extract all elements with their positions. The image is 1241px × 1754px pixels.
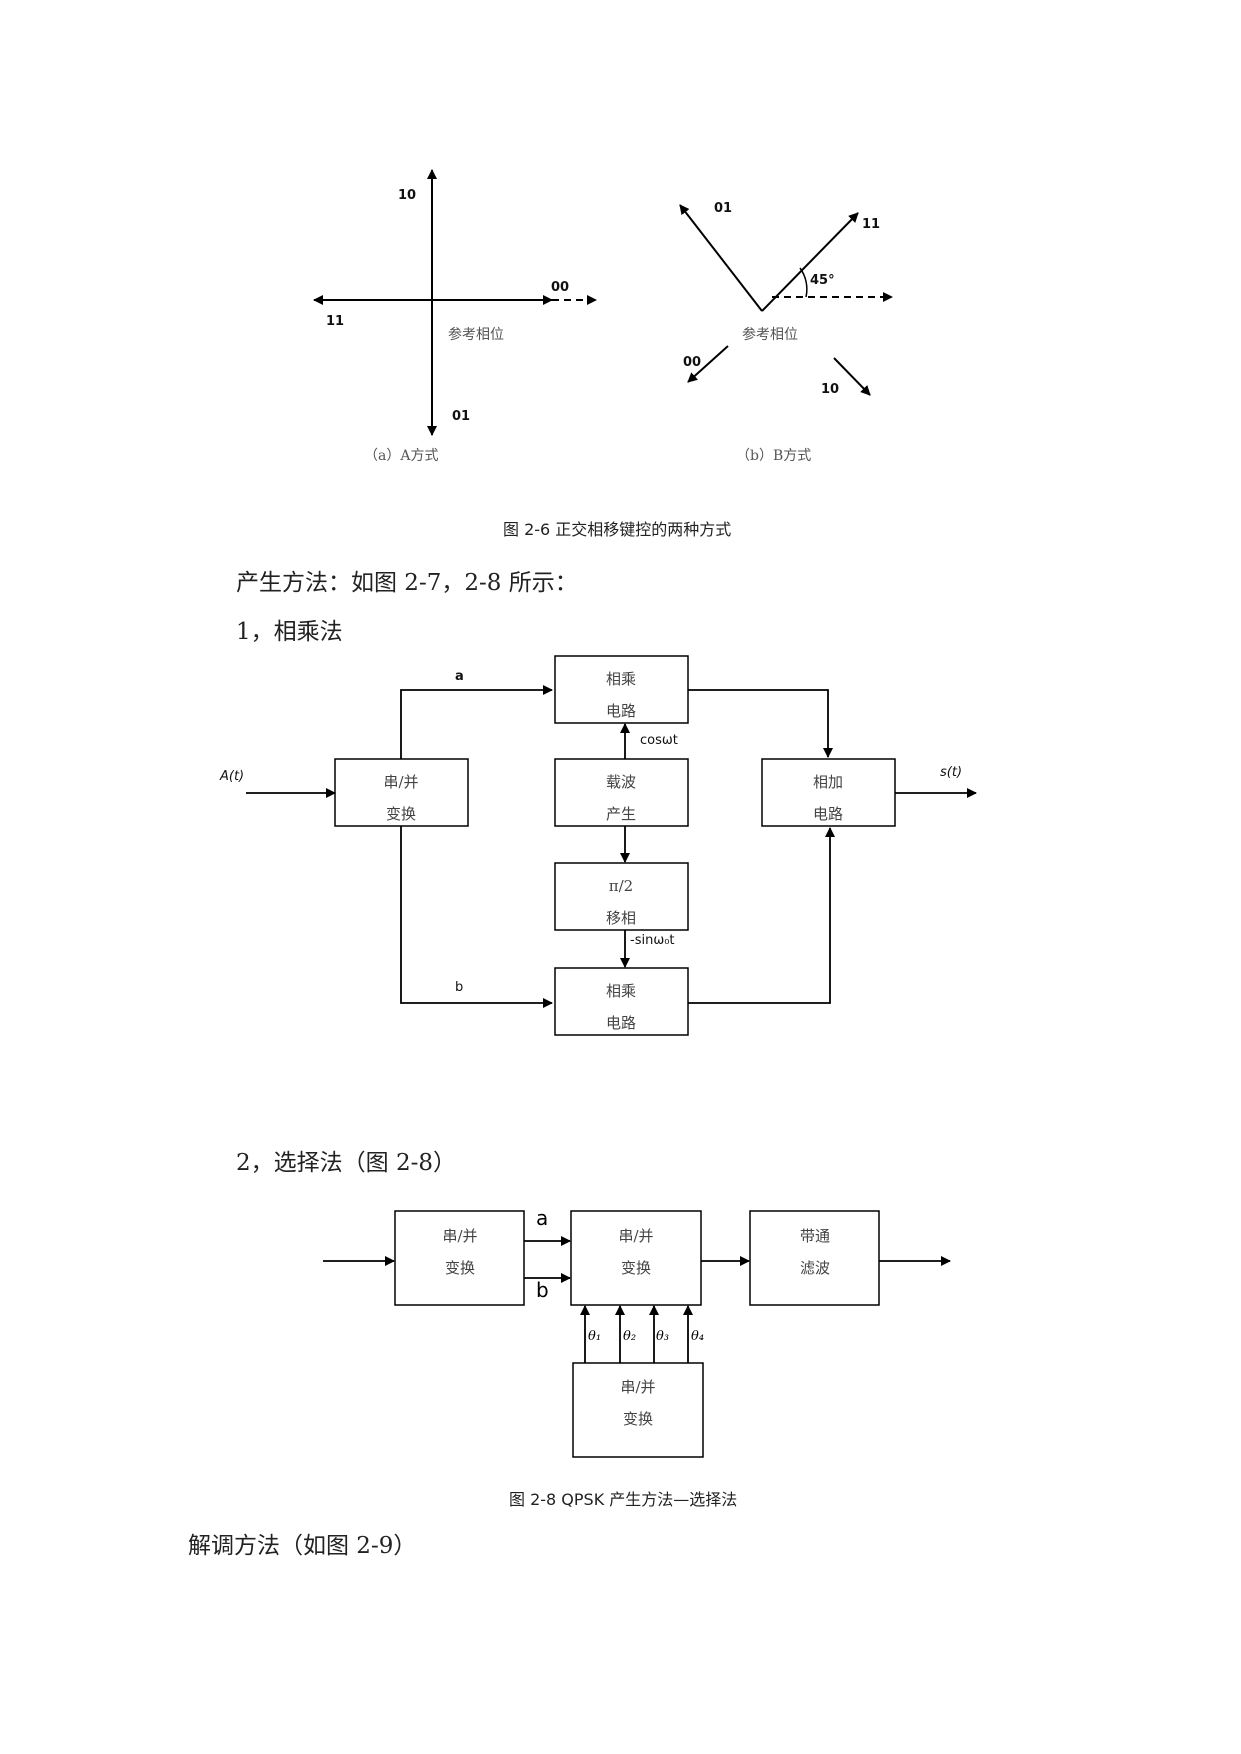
fig26b-diagram: 01 11 45° 00 10 参考相位 （b）B方式 [679,201,893,464]
fig27-a-label: a [455,669,464,684]
fig26a-label-10: 10 [398,188,416,203]
fig26a-label-00: 00 [551,280,569,295]
fig27-output-label: s(t) [940,765,962,780]
fig26a-diagram: 10 00 11 01 参考相位 （a）A方式 [313,169,597,464]
para-generation: 产生方法：如图 2-7，2-8 所示： [236,570,578,596]
fig26b-arrow-00 [687,345,729,383]
fig26b-label-00: 00 [683,355,701,370]
fig28-a-label: a [536,1206,548,1230]
fig28-b-label: b [536,1278,549,1302]
fig27-sin-label: -sinω₀t [630,933,675,948]
fig27-carrier-line1: 载波 [606,773,636,791]
fig28-box3 [749,1210,880,1306]
fig27-adder-line2: 电路 [813,805,843,823]
fig27-shift-line1: π/2 [609,877,633,895]
fig28-theta1: θ₁ [588,1329,601,1344]
fig28-box1-line1: 串/并 [442,1227,477,1245]
fig28-box4-line1: 串/并 [620,1378,655,1396]
fig26-caption: 图 2-6 正交相移键控的两种方式 [503,520,732,539]
fig28-box1-line2: 变换 [445,1259,475,1277]
fig28-box2 [570,1210,702,1306]
fig27-b-path [400,826,553,1008]
fig26a-ref-label: 参考相位 [448,326,504,343]
fig27-cos-label: cosωt [640,733,678,748]
fig27-input-label: A(t) [219,769,244,784]
fig26b-angle-arc [799,267,808,298]
fig28-theta4: θ₄ [691,1329,704,1344]
fig26b-label-10: 10 [821,382,839,397]
fig27-mult-top-box [554,655,689,724]
fig26b-ref-label: 参考相位 [742,326,798,343]
fig28-block-diagram: 串/并 变换 串/并 变换 带通 滤波 串/并 变换 a b θ₁ θ₂ θ₃ … [323,1206,951,1458]
fig27-mult-bot-line1: 相乘 [606,982,636,1000]
fig27-sp-line1: 串/并 [383,773,418,791]
fig28-box3-line1: 带通 [800,1227,830,1245]
fig27-adder-line1: 相加 [813,773,843,791]
fig28-box2-line2: 变换 [621,1259,651,1277]
fig27-shift-box [554,862,689,931]
fig27-top-to-adder [688,689,833,758]
fig27-bot-to-adder [688,827,835,1004]
fig28-theta2: θ₂ [623,1329,636,1344]
fig27-adder-box [761,758,896,827]
fig28-box2-line1: 串/并 [618,1227,653,1245]
fig26b-arrow-01 [679,204,763,312]
heading-method1: 1，相乘法 [236,619,343,645]
fig28-caption: 图 2-8 QPSK 产生方法—选择法 [509,1490,738,1509]
fig26b-arrow-10 [833,357,871,396]
fig27-mult-top-line2: 电路 [606,702,636,720]
fig26b-caption: （b）B方式 [736,448,811,464]
fig28-box3-line2: 滤波 [800,1259,830,1277]
fig27-mult-top-line1: 相乘 [606,670,636,688]
fig26b-label-01: 01 [714,201,732,216]
fig26b-arrow-11 [761,212,859,312]
fig26a-caption: （a）A方式 [364,448,438,464]
fig27-mult-bot-line2: 电路 [606,1014,636,1032]
fig26a-label-11: 11 [326,314,344,329]
fig26b-angle: 45° [810,273,835,288]
fig26a-label-01: 01 [452,409,470,424]
fig28-box1 [394,1210,525,1306]
fig27-carrier-box [554,758,689,827]
fig27-sp-line2: 变换 [386,805,416,823]
fig26b-label-11: 11 [862,217,880,232]
fig27-b-label: b [455,980,463,995]
fig28-box4 [572,1362,704,1458]
heading-method2: 2，选择法（图 2-8） [236,1150,456,1176]
fig27-mult-bot-box [554,967,689,1036]
fig28-theta3: θ₃ [656,1329,669,1344]
fig28-box4-line2: 变换 [623,1410,653,1428]
fig27-a-path [400,685,553,759]
fig27-carrier-line2: 产生 [606,805,636,823]
para-demodulation: 解调方法（如图 2-9） [188,1533,417,1559]
fig27-block-diagram: 串/并 变换 相乘 电路 载波 产生 π/2 移相 相乘 电路 相加 电路 A(… [219,655,977,1036]
fig27-shift-line2: 移相 [606,909,636,927]
